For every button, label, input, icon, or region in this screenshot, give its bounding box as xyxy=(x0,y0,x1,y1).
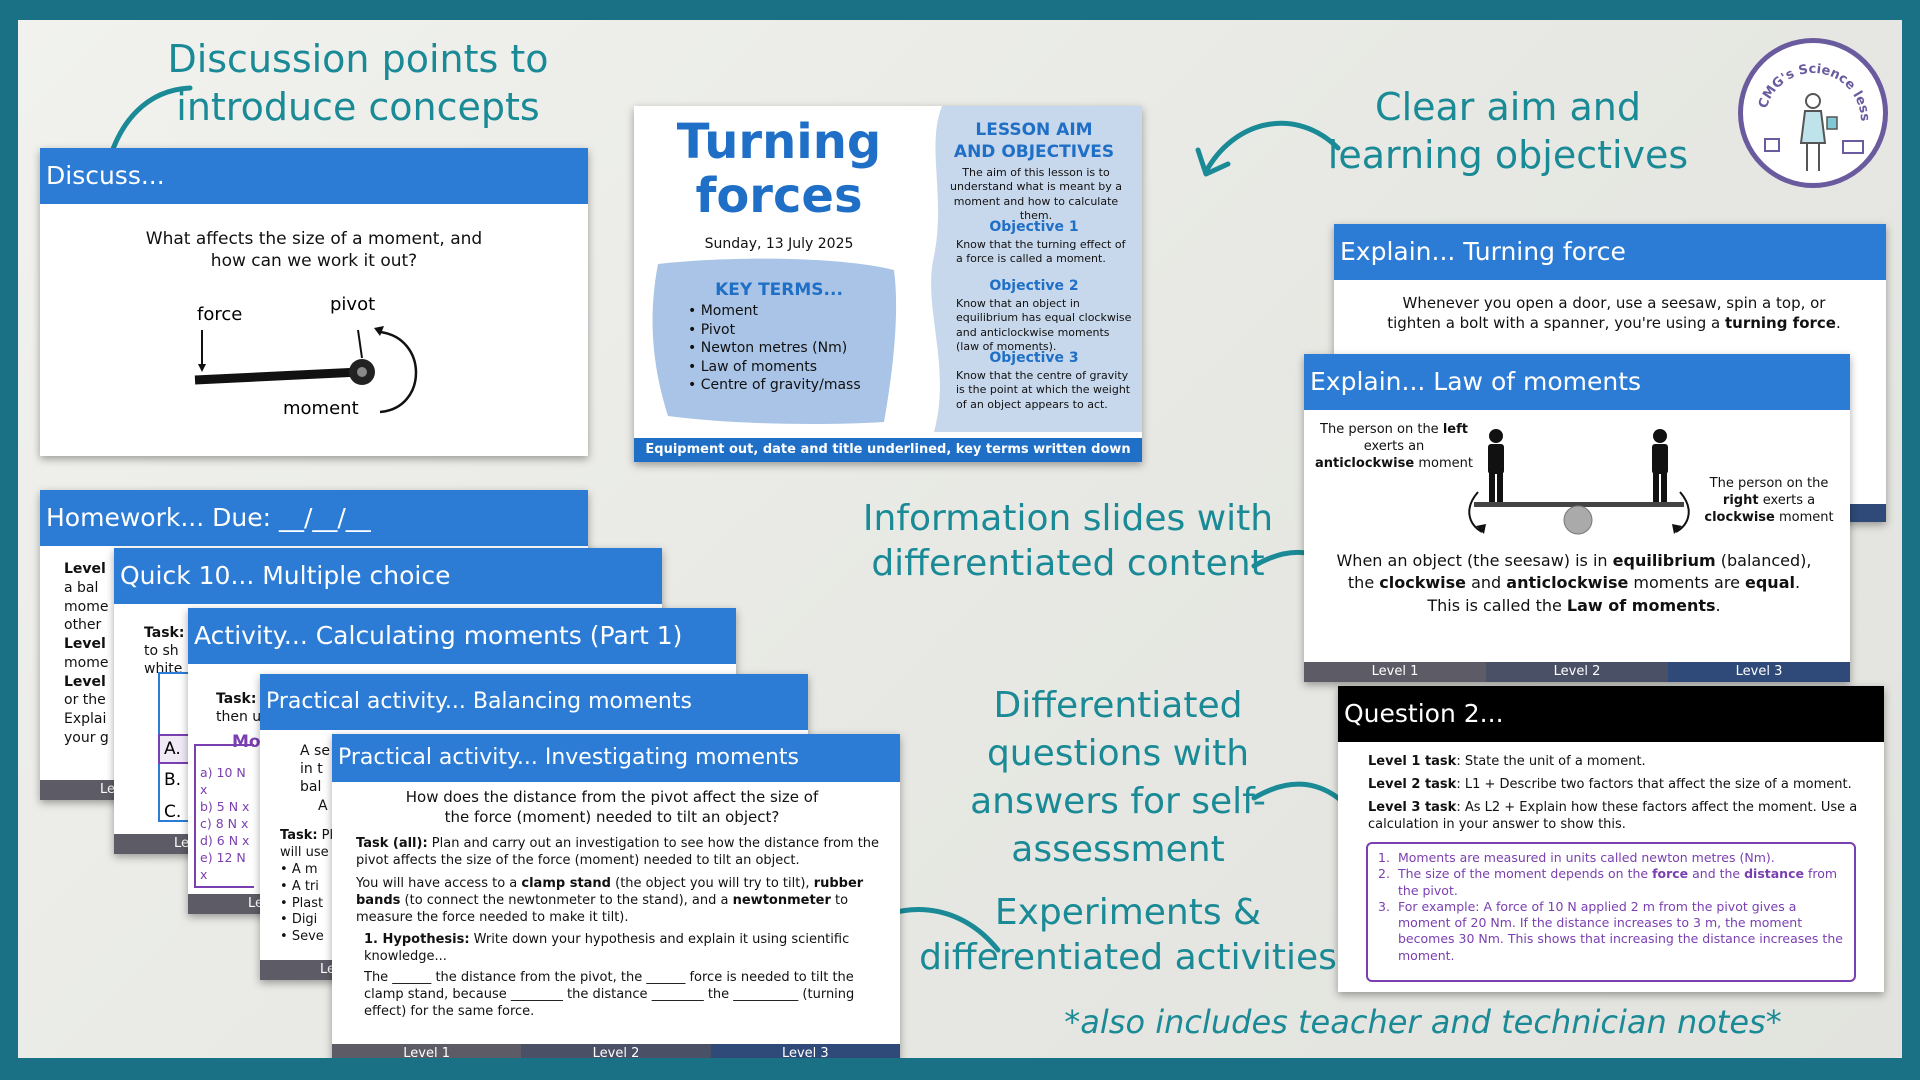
key-terms-list: • Moment • Pivot • Newton metres (Nm) • … xyxy=(688,302,861,395)
objective-2-text: Know that an object in equilibrium has e… xyxy=(956,297,1132,353)
aim-heading-2: AND OBJECTIVES xyxy=(953,142,1115,162)
objective-1-heading: Objective 1 xyxy=(989,219,1079,235)
answer-3: 3.For example: A force of 10 N applied 2… xyxy=(1378,898,1843,963)
answer-1: 1.Moments are measured in units called n… xyxy=(1378,850,1775,865)
slide-discuss: Discuss... What affects the size of a mo… xyxy=(40,148,588,456)
lesson-date: Sunday, 13 July 2025 xyxy=(704,236,854,252)
slide-quick-10-header: Quick 10... Multiple choice xyxy=(114,548,662,604)
label-moment: moment xyxy=(283,398,359,419)
level-3-tab[interactable]: Level 3 xyxy=(1668,662,1850,682)
key-term: • Law of moments xyxy=(688,358,818,375)
slide-balancing-header: Practical activity... Balancing moments xyxy=(260,674,808,730)
aim-heading-1: LESSON AIM xyxy=(975,120,1093,140)
level-2-tab[interactable]: Level 2 xyxy=(521,1044,711,1058)
logo-figure-icon: CMG's Science lessons xyxy=(1743,43,1872,171)
slide-explain-law: Explain... Law of moments The person on … xyxy=(1304,354,1850,682)
objective-3-heading: Objective 3 xyxy=(989,350,1079,366)
label-pivot: pivot xyxy=(330,294,376,315)
task-level-3: Level 3 task: As L2 + Explain how these … xyxy=(1368,799,1858,832)
arrow-aim-icon xyxy=(1195,120,1341,177)
key-term: • Moment xyxy=(688,303,758,319)
level-2-tab[interactable]: Level 2 xyxy=(1486,662,1668,682)
answer-box: 1.Moments are measured in units called n… xyxy=(1366,842,1856,982)
key-term: • Pivot xyxy=(688,321,736,338)
title-slide-footer: Equipment out, date and title underlined… xyxy=(634,438,1142,462)
objective-3-text: Know that the centre of gravity is the p… xyxy=(956,369,1131,411)
task-level-1: Level 1 task: State the unit of a moment… xyxy=(1368,754,1646,769)
key-terms-heading: KEY TERMS... xyxy=(715,280,843,300)
question-2-tasks: Level 1 task: State the unit of a moment… xyxy=(1368,754,1868,834)
slide-investigating-header: Practical activity... Investigating mome… xyxy=(332,734,900,782)
key-terms-blob-icon xyxy=(652,258,897,424)
slide-activity-header: Activity... Calculating moments (Part 1) xyxy=(188,608,736,664)
slide-question-2-header: Question 2... xyxy=(1338,686,1884,742)
slide-title: Turning forces Sunday, 13 July 2025 KEY … xyxy=(634,106,1142,462)
aim-text: The aim of this lesson is to understand … xyxy=(950,166,1122,222)
slide-discuss-header: Discuss... xyxy=(40,148,588,204)
level-1-tab[interactable]: Level 1 xyxy=(1304,662,1486,682)
homework-fragments: Level a bal mome other Level mome Level … xyxy=(64,561,109,746)
label-force: force xyxy=(197,304,243,325)
promo-canvas: Discussion points to introduce concepts … xyxy=(18,20,1902,1058)
activity-answers: a) 10 N x b) 5 N x c) 8 N x d) 6 N x e) … xyxy=(194,744,254,888)
title-line-1: Turning xyxy=(676,114,882,170)
law-left-text: The person on the left exerts an anticlo… xyxy=(1315,422,1473,471)
balancing-task: Task: Pl will use • A m • A tri • Plast … xyxy=(280,828,334,945)
investigating-question: How does the distance from the pivot aff… xyxy=(405,788,819,826)
hypothesis-fill-line: The ______ the distance from the pivot, … xyxy=(364,970,855,1020)
option-c[interactable]: C. xyxy=(164,802,182,822)
balancing-fragments: A se in t bal A xyxy=(300,743,330,814)
law-level-bar: Level 1 Level 2 Level 3 xyxy=(1304,662,1850,682)
activity-mo: Mo xyxy=(232,732,261,752)
logo: CMG's Science lessons xyxy=(1738,38,1888,188)
slide-investigating: Practical activity... Investigating mome… xyxy=(332,734,900,1058)
law-right-text: The person on the right exerts a clockwi… xyxy=(1704,476,1834,525)
slide-explain-turning-header: Explain... Turning force xyxy=(1334,224,1886,280)
slide-question-2: Question 2... Level 1 task: State the un… xyxy=(1338,686,1884,992)
callout-info: Information slides with differentiated c… xyxy=(862,498,1274,584)
moment-diagram-icon xyxy=(194,326,418,414)
slide-homework-header: Homework... Due: __/__/__ xyxy=(40,490,588,546)
callout-discussion: Discussion points to introduce concepts xyxy=(167,37,549,129)
objective-1-text: Know that the turning effect of a force … xyxy=(956,238,1126,266)
callout-experiments: Experiments & differentiated activities xyxy=(919,892,1337,978)
turning-text: Whenever you open a door, use a seesaw, … xyxy=(1387,294,1841,332)
callout-notes: *also includes teacher and technician no… xyxy=(1064,1003,1782,1041)
callout-questions: Differentiated questions with answers fo… xyxy=(970,685,1266,870)
discuss-question: What affects the size of a moment, and h… xyxy=(145,229,483,272)
option-b[interactable]: B. xyxy=(164,770,182,790)
law-main-text: When an object (the seesaw) is in equili… xyxy=(1336,551,1812,615)
objective-2-heading: Objective 2 xyxy=(989,278,1079,294)
key-term: • Newton metres (Nm) xyxy=(688,340,848,356)
level-3-tab[interactable]: Level 3 xyxy=(710,1044,900,1058)
investigating-task: Task (all): Plan and carry out an invest… xyxy=(356,836,882,1021)
investigating-level-bar: Level 1 Level 2 Level 3 xyxy=(332,1044,900,1058)
seesaw-diagram-icon xyxy=(1468,429,1690,535)
callout-aim: Clear aim and learning objectives xyxy=(1327,85,1689,177)
key-term: • Centre of gravity/mass xyxy=(688,377,861,393)
slide-explain-law-header: Explain... Law of moments xyxy=(1304,354,1850,410)
activity-task: Task: then u xyxy=(216,691,262,726)
title-line-2: forces xyxy=(695,168,863,224)
quick-10-task: Task: to sh white xyxy=(144,625,185,678)
aim-panel-blob-icon xyxy=(931,106,1142,432)
level-1-tab[interactable]: Level 1 xyxy=(332,1044,522,1058)
answer-2: 2.The size of the moment depends on the … xyxy=(1378,866,1838,898)
task-level-2: Level 2 task: L1 + Describe two factors … xyxy=(1368,776,1852,792)
